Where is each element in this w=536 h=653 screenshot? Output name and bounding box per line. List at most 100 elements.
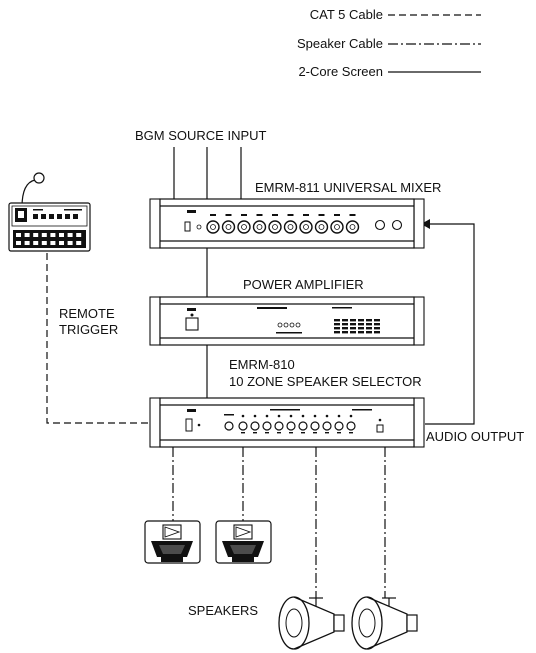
amp-led-caption — [276, 332, 302, 334]
mixer-knob-center — [287, 224, 294, 230]
amp-logo-icon — [187, 308, 196, 311]
mixer-knob-center — [318, 224, 325, 230]
remote-logo-icon — [33, 209, 43, 211]
remote-key — [50, 241, 56, 245]
mic-head-icon — [33, 172, 45, 184]
remote-label-line1: REMOTE — [59, 306, 115, 321]
amp-power-led — [190, 313, 194, 317]
selector-zones — [224, 414, 384, 434]
legend-speaker-label: Speaker Cable — [297, 36, 383, 51]
zone-led — [313, 414, 317, 418]
amp-vent-slot — [350, 331, 356, 334]
legend-screen-label: 2-Core Screen — [298, 64, 383, 79]
selector-power-switch — [185, 418, 193, 432]
selector-output-switch — [376, 424, 384, 433]
mixer-knob-label — [241, 214, 247, 216]
amp-vent-slot — [334, 327, 340, 330]
speaker-1-label-icon — [162, 524, 182, 540]
remote-key — [67, 241, 73, 245]
mixer-knob-label — [272, 214, 278, 216]
zone-button — [298, 421, 308, 431]
amp-vent-slot — [366, 327, 372, 330]
remote-key — [59, 233, 64, 237]
zone-led — [349, 414, 353, 418]
remote-top-button — [41, 214, 46, 219]
ceiling-speaker-2 — [215, 520, 272, 564]
remote-key — [33, 233, 39, 237]
amp-vent-slot — [374, 331, 380, 334]
mixer-knobs — [206, 214, 360, 234]
wires — [46, 147, 475, 598]
amp-indicator-led — [295, 322, 301, 328]
mixer-knob-center — [272, 224, 278, 230]
mixer-channel-knob — [252, 220, 267, 234]
mixer-knob-label — [210, 214, 216, 216]
horn-1-driver — [333, 614, 345, 632]
mixer-rack-ear-left — [149, 198, 161, 249]
legend-cat5-label: CAT 5 Cable — [310, 7, 383, 22]
remote-key — [50, 233, 56, 237]
mixer-knob-label — [287, 214, 294, 216]
zone-number — [277, 432, 281, 434]
mixer-channel-knob — [221, 220, 236, 234]
mixer-power-switch — [184, 221, 191, 232]
amp-vent-slot — [350, 327, 356, 330]
mixer-knob-center — [303, 224, 309, 230]
speakers-label: SPEAKERS — [188, 603, 258, 618]
zone-led — [253, 414, 257, 418]
remote-top-button — [65, 214, 70, 219]
zone-number — [241, 432, 245, 434]
amp-vent-slot — [366, 323, 372, 326]
zone-led — [337, 414, 341, 418]
remote-top-button — [33, 214, 38, 219]
amp-rack-ear-left — [149, 296, 161, 346]
mixer-master-knob-2 — [391, 219, 403, 231]
amp-vent-slot — [342, 319, 348, 322]
speaker-1-cone-icon — [151, 541, 193, 557]
remote-panel — [8, 172, 91, 252]
zone-number — [301, 432, 305, 434]
amp-vent-slot — [374, 319, 380, 322]
mixer-channel-knob — [268, 220, 282, 234]
mixer-rack-ear-right — [413, 198, 425, 249]
amp-vent-slot — [334, 331, 340, 334]
selector-led — [197, 423, 201, 427]
legend: CAT 5 Cable Speaker Cable 2-Core Screen — [297, 7, 481, 79]
mixer-knob-center — [241, 224, 247, 230]
selector-name-label: 10 ZONE SPEAKER SELECTOR — [229, 374, 422, 389]
mixer-knob-label — [318, 214, 325, 216]
amp-leds — [276, 322, 302, 334]
amp-vent-slot — [342, 331, 348, 334]
zone-led — [277, 414, 281, 418]
amp-vent-slot — [334, 319, 340, 322]
selector-rack-ear-left — [149, 397, 161, 448]
zone-led — [301, 414, 305, 418]
zone-button — [238, 421, 248, 431]
amp-vents — [334, 319, 380, 334]
remote-key — [41, 241, 47, 245]
audio-output-arrow — [421, 219, 430, 229]
zone-number — [265, 432, 269, 434]
remote-top-button — [73, 214, 78, 219]
mixer-unit — [149, 198, 425, 249]
zone-button — [346, 421, 356, 431]
amp-vent-slot — [358, 327, 364, 330]
zone-number — [337, 432, 341, 434]
amp-vent-slot — [374, 323, 380, 326]
zone-number — [349, 432, 353, 434]
zone-led — [325, 414, 329, 418]
amp-vent-slot — [366, 319, 372, 322]
remote-key — [76, 233, 82, 237]
zone-led — [241, 414, 245, 418]
mixer-channel-knob — [314, 220, 329, 234]
remote-trigger-wire — [46, 253, 150, 424]
zone-all-button — [224, 421, 234, 431]
zone-button — [322, 421, 332, 431]
remote-key — [24, 233, 30, 237]
mixer-channel-knob — [299, 220, 313, 234]
remote-key — [16, 233, 21, 237]
ceiling-speaker-1 — [144, 520, 201, 564]
remote-model-text — [64, 209, 82, 211]
remote-key — [59, 241, 64, 245]
